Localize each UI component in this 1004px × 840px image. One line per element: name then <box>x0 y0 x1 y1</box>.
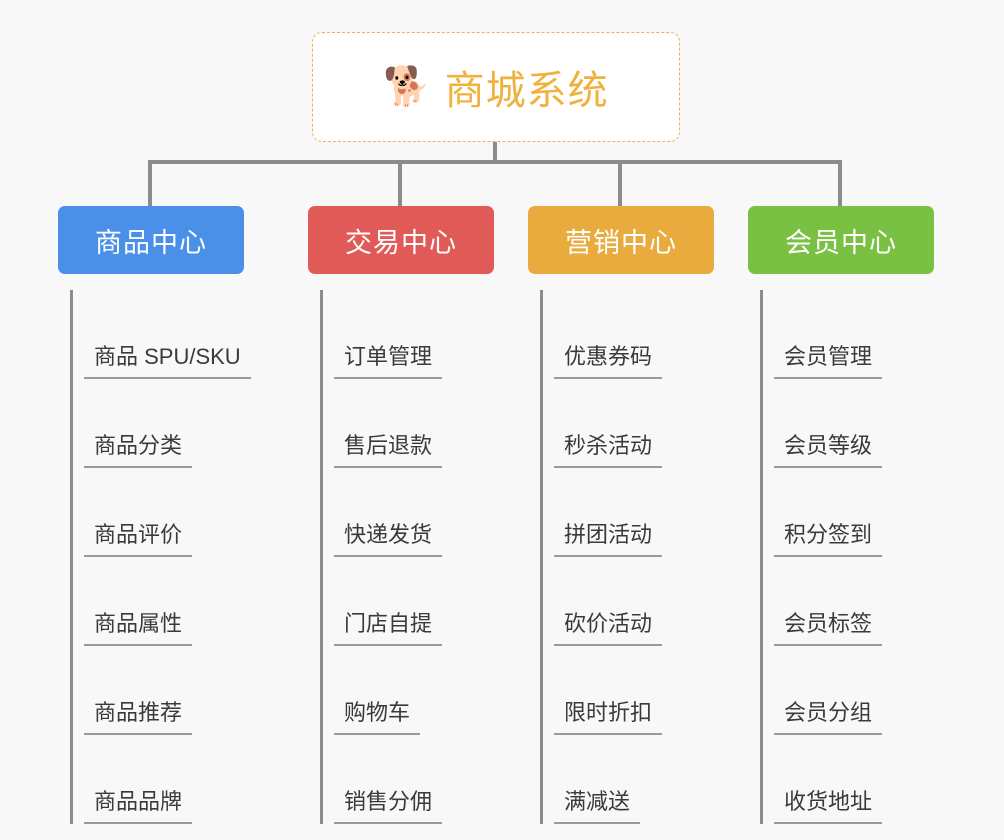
column-spine <box>320 290 323 824</box>
column-spine <box>70 290 73 824</box>
leaf-item-label: 订单管理 <box>334 339 443 379</box>
leaf-item-label: 商品分类 <box>84 428 193 468</box>
column-spine <box>760 290 763 824</box>
connector-drop-2 <box>398 160 402 206</box>
leaf-item-label: 收货地址 <box>774 784 883 824</box>
leaf-item[interactable]: 会员管理 <box>760 290 934 379</box>
leaf-item-label: 商品推荐 <box>84 695 193 735</box>
leaf-item[interactable]: 会员分组 <box>760 646 934 735</box>
leaf-item[interactable]: 商品分类 <box>70 379 244 468</box>
root-title: 商城系统 <box>444 69 609 113</box>
leaf-item-label: 售后退款 <box>334 428 443 468</box>
category-header-4[interactable]: 会员中心 <box>748 206 934 274</box>
leaf-item[interactable]: 商品品牌 <box>70 735 244 824</box>
leaf-item-label: 拼团活动 <box>554 517 663 557</box>
leaf-item-label: 商品属性 <box>84 606 193 646</box>
leaf-item-label: 会员标签 <box>774 606 883 646</box>
leaf-item-label: 销售分佣 <box>334 784 443 824</box>
category-title: 商品中心 <box>95 227 207 258</box>
leaf-item[interactable]: 优惠券码 <box>540 290 714 379</box>
leaf-item[interactable]: 积分签到 <box>760 468 934 557</box>
category-column-1: 商品中心商品 SPU/SKU 商品分类商品评价商品属性商品推荐商品品牌 <box>58 206 251 824</box>
category-header-1[interactable]: 商品中心 <box>58 206 244 274</box>
leaf-list-2: 订单管理售后退款快递发货门店自提购物车销售分佣 <box>308 290 494 824</box>
connector-horizontal-bus <box>148 160 840 164</box>
leaf-item-label: 快递发货 <box>334 517 443 557</box>
leaf-item[interactable]: 秒杀活动 <box>540 379 714 468</box>
leaf-list-4: 会员管理会员等级积分签到会员标签会员分组收货地址 <box>748 290 934 824</box>
leaf-item-label: 秒杀活动 <box>554 428 663 468</box>
connector-drop-4 <box>838 160 842 206</box>
leaf-item-label: 商品品牌 <box>84 784 193 824</box>
leaf-item[interactable]: 会员标签 <box>760 557 934 646</box>
leaf-item[interactable]: 售后退款 <box>320 379 494 468</box>
column-spine <box>540 290 543 824</box>
leaf-item[interactable]: 商品评价 <box>70 468 244 557</box>
category-title: 营销中心 <box>565 227 677 258</box>
leaf-item[interactable]: 砍价活动 <box>540 557 714 646</box>
connector-drop-1 <box>148 160 152 206</box>
category-column-2: 交易中心订单管理售后退款快递发货门店自提购物车销售分佣 <box>308 206 494 824</box>
leaf-item[interactable]: 会员等级 <box>760 379 934 468</box>
leaf-item-label: 会员管理 <box>774 339 883 379</box>
leaf-item[interactable]: 快递发货 <box>320 468 494 557</box>
leaf-item[interactable]: 满减送 <box>540 735 714 824</box>
leaf-item[interactable]: 门店自提 <box>320 557 494 646</box>
category-title: 交易中心 <box>345 227 457 258</box>
leaf-item-label: 满减送 <box>554 784 641 824</box>
leaf-item[interactable]: 商品 SPU/SKU <box>70 290 251 379</box>
leaf-item[interactable]: 商品推荐 <box>70 646 244 735</box>
leaf-item-label: 门店自提 <box>334 606 443 646</box>
leaf-item[interactable]: 商品属性 <box>70 557 244 646</box>
leaf-item-label: 砍价活动 <box>554 606 663 646</box>
leaf-item-label: 积分签到 <box>774 517 883 557</box>
leaf-item-label: 商品 SPU/SKU <box>84 339 251 379</box>
leaf-item[interactable]: 订单管理 <box>320 290 494 379</box>
leaf-item-label: 会员等级 <box>774 428 883 468</box>
category-column-4: 会员中心会员管理会员等级积分签到会员标签会员分组收货地址 <box>748 206 934 824</box>
leaf-item[interactable]: 限时折扣 <box>540 646 714 735</box>
leaf-item-label: 限时折扣 <box>554 695 663 735</box>
category-header-2[interactable]: 交易中心 <box>308 206 494 274</box>
category-title: 会员中心 <box>785 227 897 258</box>
connector-drop-3 <box>618 160 622 206</box>
leaf-list-1: 商品 SPU/SKU 商品分类商品评价商品属性商品推荐商品品牌 <box>58 290 251 824</box>
shiba-dog-face-icon: 🐕 <box>383 66 431 108</box>
leaf-item-label: 会员分组 <box>774 695 883 735</box>
leaf-list-3: 优惠券码秒杀活动拼团活动砍价活动限时折扣满减送 <box>528 290 714 824</box>
leaf-item[interactable]: 购物车 <box>320 646 494 735</box>
leaf-item[interactable]: 拼团活动 <box>540 468 714 557</box>
root-node[interactable]: 🐕 商城系统 <box>312 32 680 142</box>
connector-root-stem <box>493 142 497 164</box>
leaf-item-label: 商品评价 <box>84 517 193 557</box>
leaf-item-label: 优惠券码 <box>554 339 663 379</box>
leaf-item[interactable]: 收货地址 <box>760 735 934 824</box>
leaf-item-label: 购物车 <box>334 695 421 735</box>
category-column-3: 营销中心优惠券码秒杀活动拼团活动砍价活动限时折扣满减送 <box>528 206 714 824</box>
leaf-item[interactable]: 销售分佣 <box>320 735 494 824</box>
category-header-3[interactable]: 营销中心 <box>528 206 714 274</box>
